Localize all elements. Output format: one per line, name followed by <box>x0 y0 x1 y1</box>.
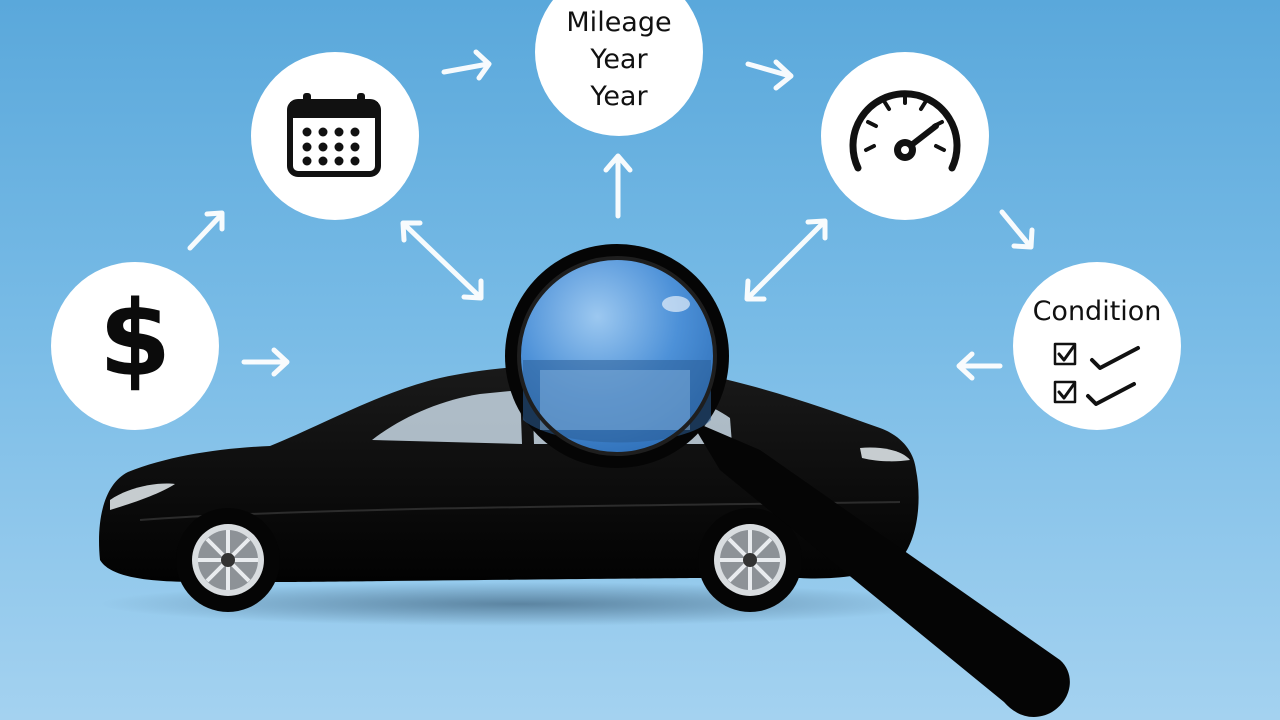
node-price <box>51 262 219 430</box>
node-condition <box>1013 262 1181 430</box>
arrow-calendar-to-mileage <box>441 49 492 81</box>
speedometer-icon <box>849 90 961 172</box>
mileage-year-label: Mileage Year Year <box>538 4 700 115</box>
dollar-icon: $ <box>98 278 172 400</box>
arrow-price-to-car <box>241 347 290 377</box>
rear-wheel <box>698 508 802 612</box>
magnifying-glass-icon <box>505 244 1070 717</box>
arrow-speedometer-to-condition <box>999 209 1035 250</box>
arrow-calendar-car <box>400 220 484 301</box>
node-speedometer <box>821 52 989 220</box>
arrow-speedometer-car <box>744 218 828 302</box>
mileage-line: Mileage <box>566 7 672 38</box>
front-wheel <box>176 508 280 612</box>
arrow-price-to-calendar <box>187 210 225 251</box>
condition-title: Condition <box>1032 296 1162 327</box>
arrow-car-to-mileage <box>603 153 633 219</box>
checklist-icon <box>1053 342 1140 406</box>
node-mileage <box>535 0 703 136</box>
year-line-1: Year <box>590 44 648 75</box>
year-line-2: Year <box>590 81 648 112</box>
arrow-mileage-to-speedometer <box>745 59 794 91</box>
car-silhouette-icon <box>99 364 940 626</box>
node-calendar <box>251 52 419 220</box>
calendar-icon <box>287 93 381 177</box>
flow-arrows <box>187 49 1035 381</box>
arrow-condition-to-car <box>956 351 1003 381</box>
